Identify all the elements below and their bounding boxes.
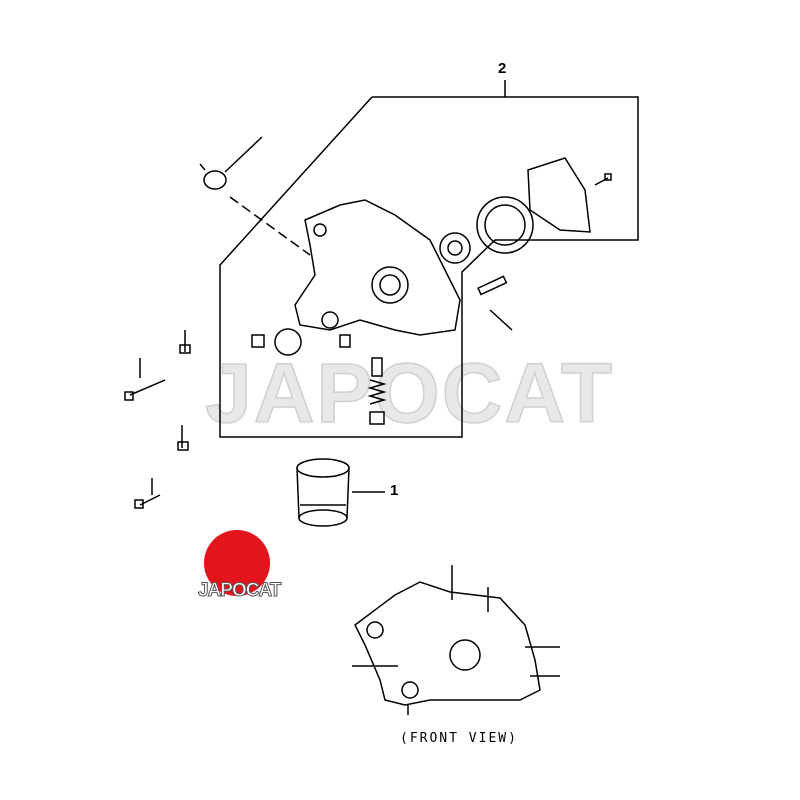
assembly-2-outline [219,96,639,438]
logo-red-circle [204,530,270,596]
cap-part [199,136,311,256]
plug-2 [339,334,351,348]
pin [477,275,513,331]
bolts [124,330,191,509]
plug [251,334,265,348]
oil-seal [274,328,302,356]
gears [439,196,534,264]
oil-filter [296,458,350,527]
callout-2: 2 [498,60,507,77]
watermark: JAPOCAT [204,345,615,441]
japocat-logo: JAPOCAT [197,530,288,610]
oil-pump-body [294,199,461,336]
logo-text: JAPOCAT [197,580,281,602]
relief-spring [367,357,387,425]
pump-cover [527,157,591,233]
callout-1: 1 [390,482,399,499]
front-view-caption: (FRONT VIEW) [400,731,518,746]
front-view [352,565,560,715]
screw [594,173,612,186]
